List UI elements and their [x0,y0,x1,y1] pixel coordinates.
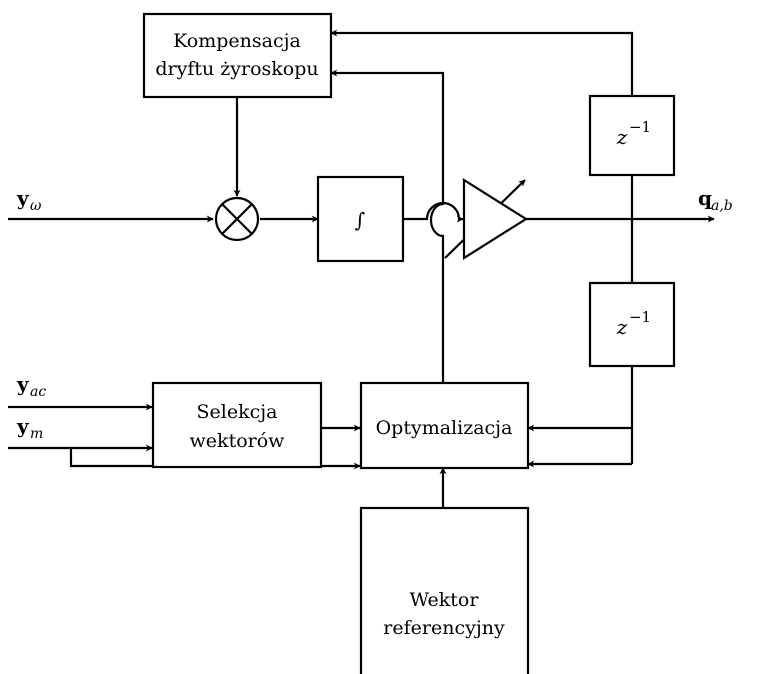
delay-bottom-exp: −1 [629,308,651,326]
y-ac-sub: ac [30,384,46,400]
integrator-symbol: ∫ [355,208,365,232]
block-selekcja: Selekcja wektorów [151,381,323,469]
kompensacja-label-1: Kompensacja [173,30,301,52]
y-ac-base: y [16,372,30,396]
selekcja-label-1: Selekcja [197,401,278,423]
selekcja-label-2: wektorów [190,430,286,452]
y-m-base: y [16,414,30,438]
signal-q-out: q a,b [698,186,733,214]
y-omega-sub: ω [30,198,42,214]
signal-y-m: y m [16,414,43,442]
y-omega-base: y [16,186,30,210]
wektor-label-1: Wektor [410,589,480,611]
y-m-sub: m [30,426,43,442]
q-out-sub: a,b [711,198,733,214]
signal-y-ac: y ac [16,372,46,400]
delay-top-z: z [616,125,628,149]
wire-feedback-top [330,29,634,96]
block-integrator: ∫ [316,175,405,263]
q-out-base: q [698,186,712,210]
block-optymalizacja: Optymalizacja [359,381,530,470]
signal-y-omega: y ω [16,186,42,214]
delay-bottom-z: z [616,315,628,339]
delay-top-exp: −1 [629,118,651,136]
block-delay-top: z −1 [588,94,676,177]
block-kompensacja: Kompensacja dryftu żyroskopu [142,12,333,99]
summing-junction [214,196,260,242]
block-delay-bottom: z −1 [588,281,676,368]
kompensacja-label-2: dryftu żyroskopu [155,58,318,80]
wire-opt-to-compensation [330,69,445,382]
block-wektor-referencyjny: Wektor referencyjny [359,506,530,674]
optymalizacja-label: Optymalizacja [376,417,513,439]
wire-integrator-to-gain [403,201,464,223]
block-gain [462,178,529,260]
wektor-label-2: referencyjny [383,617,505,639]
